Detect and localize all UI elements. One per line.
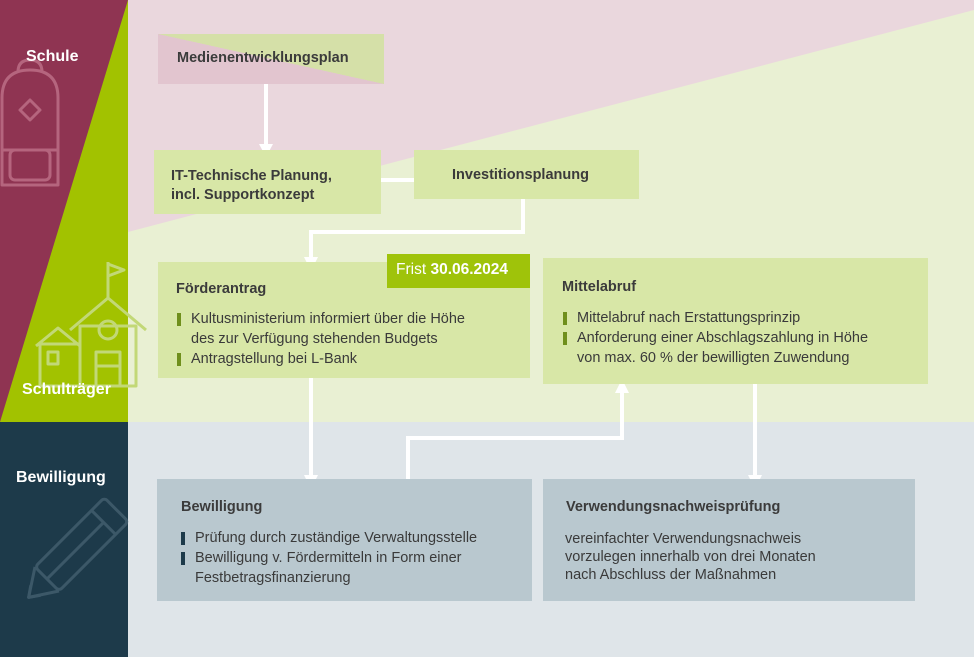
deadline-badge: Frist 30.06.2024 bbox=[387, 254, 530, 288]
deadline-date: 30.06.2024 bbox=[430, 261, 509, 278]
flow-arrows bbox=[259, 84, 762, 489]
bewilligung-box: Bewilligung Prüfung durch zuständige Ver… bbox=[157, 479, 532, 601]
mittelabruf-box: Mittelabruf Mittelabruf nach Erstattungs… bbox=[543, 258, 928, 384]
list-item: Prüfung durch zuständige Verwaltungsstel… bbox=[181, 528, 477, 548]
list-item-line: von max. 60 % der bewilligten Zuwendung bbox=[577, 350, 850, 366]
foerderantrag-list: Kultusministerium informiert über die Hö… bbox=[177, 309, 465, 369]
investitionsplanung-title: Investitionsplanung bbox=[452, 167, 589, 183]
list-item-line: Anforderung einer Abschlagszahlung in Hö… bbox=[577, 330, 869, 346]
verwendungsnachweis-box: Verwendungsnachweisprüfung vereinfachter… bbox=[543, 479, 915, 601]
investitionsplanung-box: Investitionsplanung bbox=[414, 150, 639, 199]
lane-label-bewilligung: Bewilligung bbox=[16, 469, 106, 486]
verwendungsnachweis-title: Verwendungsnachweisprüfung bbox=[566, 499, 781, 515]
text-line: vorzulegen innerhalb von drei Monaten bbox=[565, 549, 816, 565]
list-item-line: Mittelabruf nach Erstattungsprinzip bbox=[577, 310, 801, 326]
text-line: vereinfachter Verwendungsnachweis bbox=[565, 531, 802, 547]
it-planung-title: IT-Technische Planung, incl. Supportkonz… bbox=[171, 167, 332, 205]
list-item-line: Festbetragsfinanzierung bbox=[195, 570, 351, 586]
schule-lane bbox=[0, 0, 128, 422]
foerderantrag-box: Förderantrag Kultusministerium informier… bbox=[158, 262, 530, 378]
backpack-icon bbox=[0, 58, 60, 187]
it-planung-box: IT-Technische Planung, incl. Supportkonz… bbox=[154, 150, 381, 214]
text-line: nach Abschluss der Maßnahmen bbox=[565, 567, 777, 583]
mittelabruf-title: Mittelabruf bbox=[562, 279, 637, 295]
bewilligung-list: Prüfung durch zuständige Verwaltungsstel… bbox=[181, 528, 477, 588]
list-item: Antragstellung bei L-Bank bbox=[177, 349, 465, 369]
school-building-icon bbox=[35, 262, 147, 388]
medienentwicklungsplan-title: Medienentwicklungsplan bbox=[177, 50, 349, 66]
verwendungsnachweis-text: vereinfachter Verwendungsnachweis vorzul… bbox=[565, 530, 816, 584]
list-item: Anforderung einer Abschlagszahlung in Hö… bbox=[563, 328, 868, 368]
medienentwicklungsplan-box: Medienentwicklungsplan bbox=[158, 34, 384, 84]
deadline-prefix: Frist bbox=[396, 261, 427, 278]
list-item-line: des zur Verfügung stehenden Budgets bbox=[191, 331, 438, 347]
lane-label-schule: Schule bbox=[26, 48, 79, 65]
list-item-line: Antragstellung bei L-Bank bbox=[191, 351, 358, 367]
list-item-line: Prüfung durch zuständige Verwaltungsstel… bbox=[195, 530, 478, 546]
arrow-bewilligung-to-mittelabruf bbox=[406, 379, 629, 479]
mittelabruf-list: Mittelabruf nach Erstattungsprinzip Anfo… bbox=[563, 308, 868, 368]
pencil-icon bbox=[27, 497, 129, 599]
list-item-line: Bewilligung v. Fördermitteln in Form ein… bbox=[195, 550, 462, 566]
lane-label-schultraeger: Schulträger bbox=[22, 381, 111, 398]
list-item: Kultusministerium informiert über die Hö… bbox=[177, 309, 465, 349]
list-item-line: Kultusministerium informiert über die Hö… bbox=[191, 311, 465, 327]
foerderantrag-title: Förderantrag bbox=[176, 281, 267, 297]
it-planung-title-line1: IT-Technische Planung, bbox=[171, 168, 332, 184]
list-item: Mittelabruf nach Erstattungsprinzip bbox=[563, 308, 868, 328]
list-item: Bewilligung v. Fördermitteln in Form ein… bbox=[181, 548, 477, 588]
it-planung-title-line2: incl. Supportkonzept bbox=[171, 187, 315, 203]
bewilligung-title: Bewilligung bbox=[181, 499, 263, 515]
